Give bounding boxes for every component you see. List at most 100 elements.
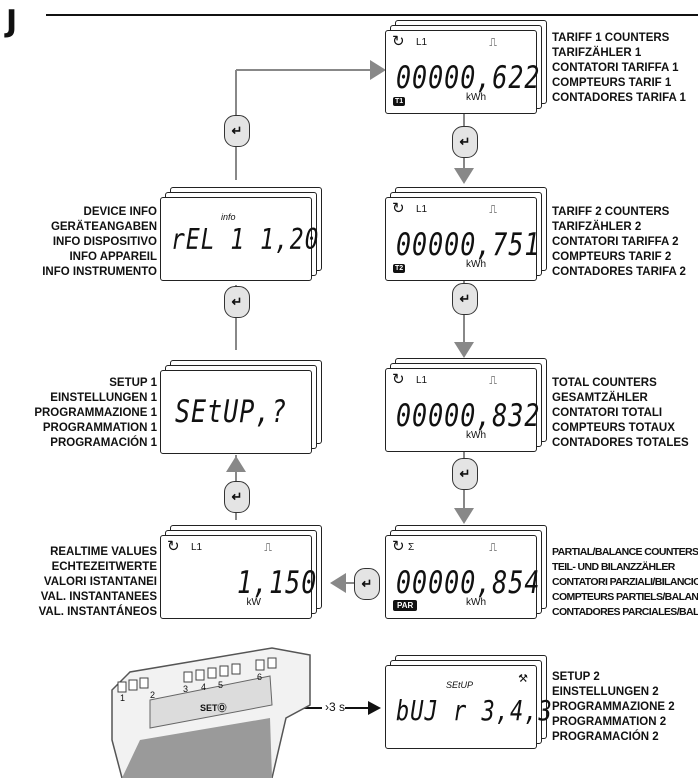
lcd-digits: SEtUP,? xyxy=(175,393,288,430)
label-line: PROGRAMACIÓN 1 xyxy=(50,437,157,449)
enter-icon: ↵ xyxy=(231,294,243,309)
unit-label: kWh xyxy=(466,430,486,441)
label-line: SETUP 2 xyxy=(552,671,600,683)
enter-button-total-to-partial[interactable]: ↵ xyxy=(452,458,478,490)
lcd-digits: rEL 1 1,20 xyxy=(171,224,320,257)
terminal-3: 3 xyxy=(183,684,189,694)
header-rule xyxy=(46,14,698,16)
enter-icon: ↵ xyxy=(459,466,471,481)
lcd-tariff-1: ↻ L1 ⎍ 00000,622 kWh T1 xyxy=(385,20,547,114)
label-line: CONTATORI TARIFFA 2 xyxy=(552,236,679,248)
labels-setup-1: SETUP 1 EINSTELLUNGEN 1 PROGRAMMAZIONE 1 PR… xyxy=(30,376,157,451)
enter-button-t1-to-t2[interactable]: ↵ xyxy=(452,126,478,158)
label-line: CONTADORES TARIFA 2 xyxy=(552,266,686,278)
label-line: TARIFZÄHLER 2 xyxy=(552,221,642,233)
tariff-badge: T1 xyxy=(393,97,406,106)
terminal-1: 1 xyxy=(120,693,126,703)
label-line: COMPTEURS TARIF 1 xyxy=(552,77,672,89)
enter-icon: ↵ xyxy=(231,123,243,138)
terminal-2: 2 xyxy=(150,690,156,700)
enter-button-t2-to-total[interactable]: ↵ xyxy=(452,283,478,315)
label-line: CONTATORI TOTALI xyxy=(552,407,663,419)
enter-icon: ↵ xyxy=(361,576,373,591)
lcd-realtime: ↻ L1 ⎍ 1,150 kW xyxy=(160,525,322,619)
setup-small-label: SEtUP xyxy=(446,680,474,690)
enter-button-partial-to-realtime[interactable]: ↵ xyxy=(354,568,380,600)
label-line: VAL. INSTANTÁNEOS xyxy=(38,606,157,618)
label-line: PARTIAL/BALANCE COUNTERS xyxy=(552,546,698,558)
label-line: TEIL- UND BILANZZÄHLER xyxy=(552,561,675,573)
unit-label: kWh xyxy=(466,92,486,103)
enter-icon: ↵ xyxy=(231,489,243,504)
section-letter: J xyxy=(6,4,18,39)
enter-button-realtime-to-setup1[interactable]: ↵ xyxy=(224,481,250,513)
label-line: PROGRAMACIÓN 2 xyxy=(552,731,659,743)
pulse-icon: ⎍ xyxy=(489,542,497,554)
label-line: TARIFZÄHLER 1 xyxy=(552,47,642,59)
lcd-digits: 00000,622 xyxy=(396,59,541,96)
lcd-digits: 1,150 xyxy=(237,564,318,601)
tariff-badge: T2 xyxy=(393,264,406,273)
terminal-4: 4 xyxy=(201,682,207,692)
arrow-to-t1 xyxy=(370,60,386,80)
label-line: EINSTELLUNGEN 1 xyxy=(50,392,157,404)
arrow-to-setup1 xyxy=(226,456,246,472)
cycle-icon: ↻ xyxy=(392,371,405,388)
enter-icon: ↵ xyxy=(459,134,471,149)
lcd-digits: bUJ r 3,4,3 xyxy=(396,696,553,728)
sigma-label: Σ xyxy=(408,542,415,553)
label-line: INFO INSTRUMENTO xyxy=(42,266,157,278)
phase-label: L1 xyxy=(416,204,428,215)
pulse-icon: ⎍ xyxy=(489,37,497,49)
pulse-icon: ⎍ xyxy=(264,542,272,554)
hold-time-label: ›3 s xyxy=(325,700,346,714)
labels-setup-2: SETUP 2 EINSTELLUNGEN 2 PROGRAMMAZIONE 2 PR… xyxy=(552,670,675,745)
label-line: EINSTELLUNGEN 2 xyxy=(552,686,659,698)
label-line: SETUP 1 xyxy=(109,377,157,389)
label-line: CONTADORES PARCIALES/BALANCE xyxy=(552,606,698,618)
phase-label: L1 xyxy=(416,375,428,386)
phase-label: L1 xyxy=(191,542,203,553)
label-line: PROGRAMMATION 1 xyxy=(42,422,157,434)
arrow-to-total xyxy=(454,342,474,358)
label-line: COMPTEURS TOTAUX xyxy=(552,422,675,434)
enter-button-setup1-to-info[interactable]: ↵ xyxy=(224,286,250,318)
terminal-5: 5 xyxy=(218,680,224,690)
enter-icon: ↵ xyxy=(459,291,471,306)
tool-icon: ⚒ xyxy=(518,673,528,685)
cycle-icon: ↻ xyxy=(392,538,405,555)
lcd-info: info rEL 1 1,20 xyxy=(160,187,322,281)
enter-button-info-to-t1[interactable]: ↵ xyxy=(224,115,250,147)
lcd-partial: ↻ Σ ⎍ 00000,854 kWh PAR xyxy=(385,525,547,619)
label-line: INFO DISPOSITIVO xyxy=(52,236,157,248)
terminal-6: 6 xyxy=(257,672,263,682)
label-line: TOTAL COUNTERS xyxy=(552,377,657,389)
label-line: DEVICE INFO xyxy=(83,206,157,218)
label-line: CONTATORI TARIFFA 1 xyxy=(552,62,679,74)
label-line: TARIFF 1 COUNTERS xyxy=(552,32,670,44)
cycle-icon: ↻ xyxy=(392,200,405,217)
label-line: VAL. INSTANTANEES xyxy=(40,591,157,603)
arrow-to-setup2 xyxy=(368,701,381,715)
partial-badge: PAR xyxy=(393,600,418,611)
label-line: CONTADORES TARIFA 1 xyxy=(552,92,686,104)
arrow-to-partial xyxy=(454,508,474,524)
label-line: GESAMTZÄHLER xyxy=(552,392,648,404)
device-illustration xyxy=(111,647,311,778)
phase-label: L1 xyxy=(416,37,428,48)
label-line: PROGRAMMAZIONE 2 xyxy=(552,701,675,713)
arrow-to-t2 xyxy=(454,168,474,184)
label-line: VALORI ISTANTANEI xyxy=(43,576,157,588)
label-line: PROGRAMMAZIONE 1 xyxy=(34,407,157,419)
label-line: COMPTEURS PARTIELS/BALANCE xyxy=(552,591,698,603)
lcd-tariff-2: ↻ L1 ⎍ 00000,751 kWh T2 xyxy=(385,187,547,281)
set-button-label: SETⓄ xyxy=(200,703,227,713)
label-line: REALTIME VALUES xyxy=(50,546,157,558)
lcd-total: ↻ L1 ⎍ 00000,832 kWh xyxy=(385,358,547,452)
label-line: CONTATORI PARZIALI/BILANCIO xyxy=(552,576,698,588)
arrow-to-realtime xyxy=(330,573,346,593)
label-line: GERÄTEANGABEN xyxy=(50,221,157,233)
